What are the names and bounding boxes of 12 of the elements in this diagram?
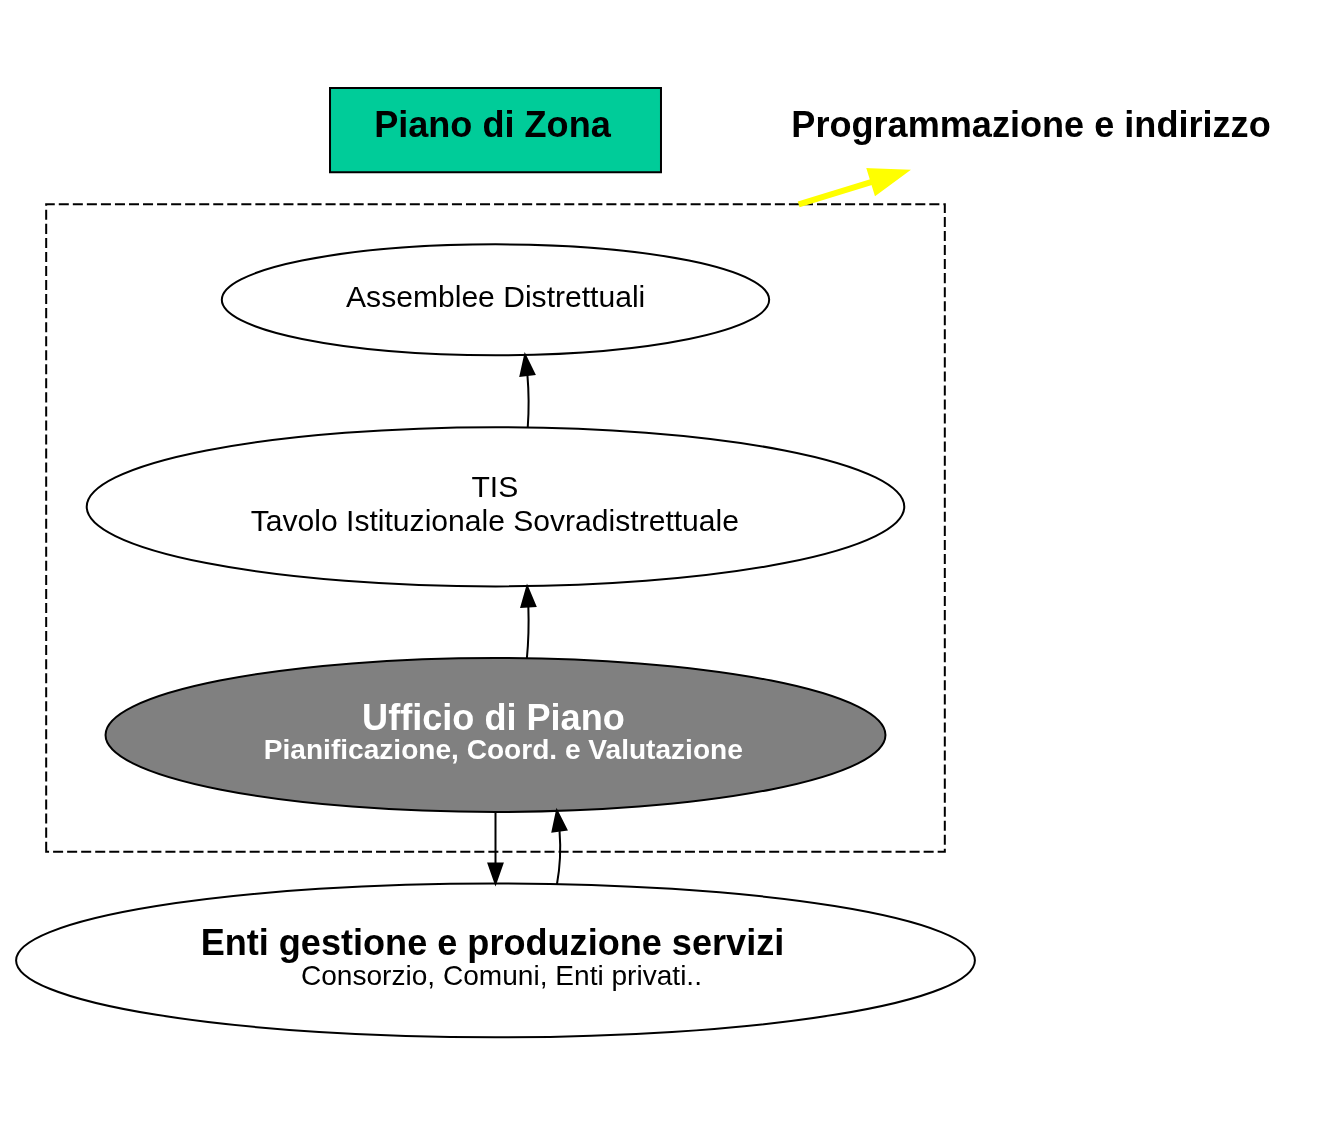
node-ellipse: Ufficio di Piano Pianificazione, Coord. e Valutazione: [104, 657, 887, 813]
node-ellipse: Assemblee Distrettuali: [220, 243, 771, 357]
node-ellipse: Enti gestione e produzione servizi Consorzio, Comuni, Enti privati..: [15, 882, 976, 1039]
node-text: Programmazione e indirizzo: [791, 103, 1271, 145]
cluster: [45, 203, 946, 853]
arrow: [551, 807, 568, 885]
arrow: [520, 583, 537, 659]
arrow: [487, 811, 504, 887]
node-ellipse: TIS Tavolo Istituzionale Sovradistrettuale: [85, 426, 906, 588]
arrow: [519, 352, 536, 428]
node-box: Piano di Zona: [329, 87, 662, 174]
arrow: [797, 168, 911, 208]
